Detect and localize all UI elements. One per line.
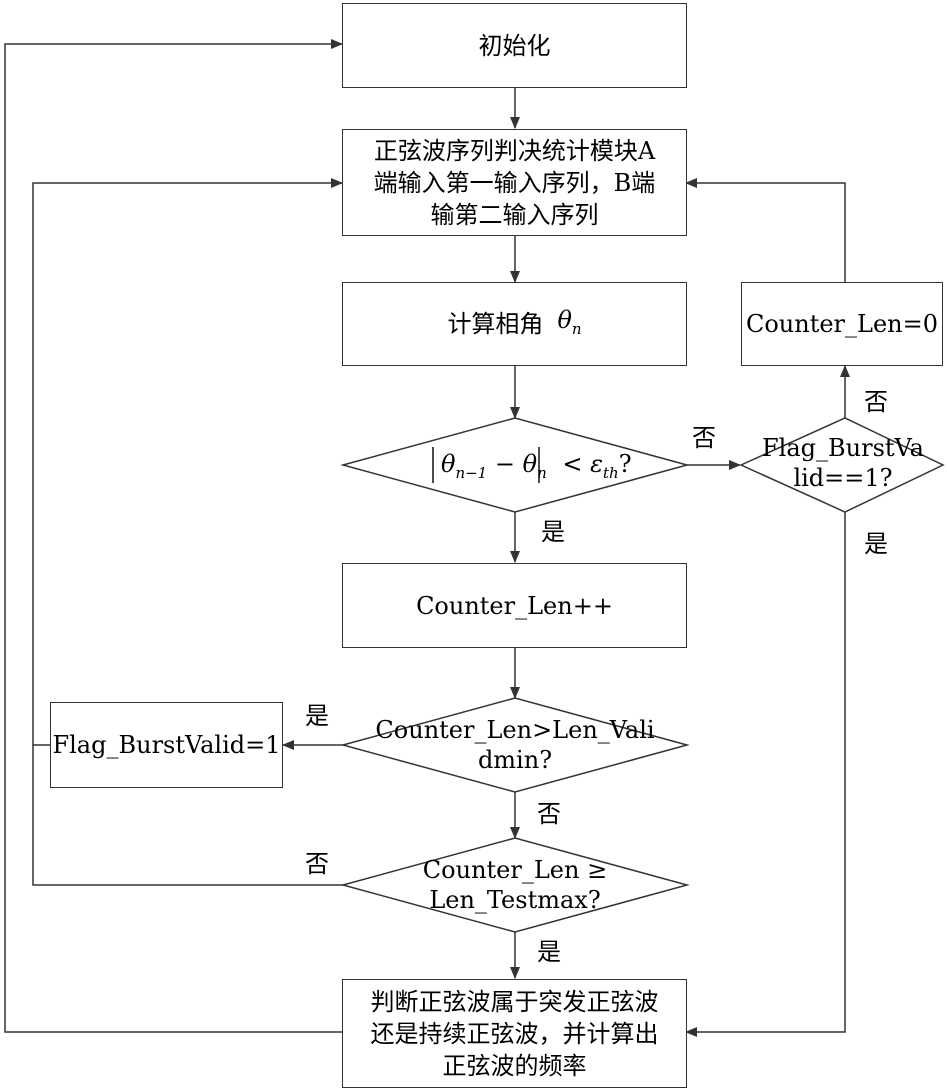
counter-increment-text: Counter_Len++ xyxy=(416,590,613,622)
flag-set-text: Flag_BurstValid=1 xyxy=(52,729,280,761)
cond1-yes-label: 是 xyxy=(541,518,565,546)
final-box: 判断正弦波属于突发正弦波 还是持续正弦波，并计算出 正弦波的频率 xyxy=(342,979,687,1088)
counter-increment-box: Counter_Len++ xyxy=(342,563,687,648)
cond1-text: θn−1 − θn < εth? xyxy=(433,449,603,488)
cond3-line-2: Len_Testmax? xyxy=(343,885,687,915)
flag-check-line-2: lid==1? xyxy=(741,463,945,493)
final-line-1: 判断正弦波属于突发正弦波 xyxy=(371,986,659,1018)
arrow-flagcheck-yes-to-final xyxy=(686,512,845,1032)
counter-reset-text: Counter_Len=0 xyxy=(746,308,938,340)
counter-reset-box: Counter_Len=0 xyxy=(741,282,943,366)
input-box: 正弦波序列判决统计模块A 端输入第一输入序列，B端 输第二输入序列 xyxy=(342,129,687,236)
cond3-line-1: Counter_Len ≥ xyxy=(343,855,687,885)
arrow-final-to-init xyxy=(5,44,342,1032)
cond2-line-2: dmin? xyxy=(343,745,687,775)
cond3-no-label: 否 xyxy=(305,850,329,878)
flag-check-yes-label: 是 xyxy=(864,530,888,558)
cond1-no-label: 否 xyxy=(692,424,716,452)
cond2-text: Counter_Len>Len_Vali dmin? xyxy=(343,715,687,775)
flag-check-line-1: Flag_BurstVa xyxy=(741,433,945,463)
arrow-reset-to-input xyxy=(686,183,845,282)
arrow-flagset-to-input xyxy=(33,183,342,745)
final-line-3: 正弦波的频率 xyxy=(443,1050,587,1082)
flag-check-text: Flag_BurstVa lid==1? xyxy=(741,433,945,493)
final-line-2: 还是持续正弦波，并计算出 xyxy=(371,1018,659,1050)
calc-phase-box: 计算相角 θn xyxy=(342,282,687,366)
theta-n: θn xyxy=(557,304,581,345)
input-line-3: 输第二输入序列 xyxy=(431,199,599,231)
calc-label: 计算相角 xyxy=(447,308,543,340)
cond2-yes-label: 是 xyxy=(305,702,329,730)
cond2-no-label: 否 xyxy=(537,800,561,828)
cond3-yes-label: 是 xyxy=(537,938,561,966)
cond3-text: Counter_Len ≥ Len_Testmax? xyxy=(343,855,687,915)
init-text: 初始化 xyxy=(479,30,551,62)
cond2-line-1: Counter_Len>Len_Vali xyxy=(343,715,687,745)
flag-check-no-label: 否 xyxy=(864,388,888,416)
input-line-1: 正弦波序列判决统计模块A xyxy=(374,135,655,167)
init-box: 初始化 xyxy=(342,3,687,88)
flag-set-box: Flag_BurstValid=1 xyxy=(50,702,283,788)
input-line-2: 端输入第一输入序列，B端 xyxy=(374,167,656,199)
